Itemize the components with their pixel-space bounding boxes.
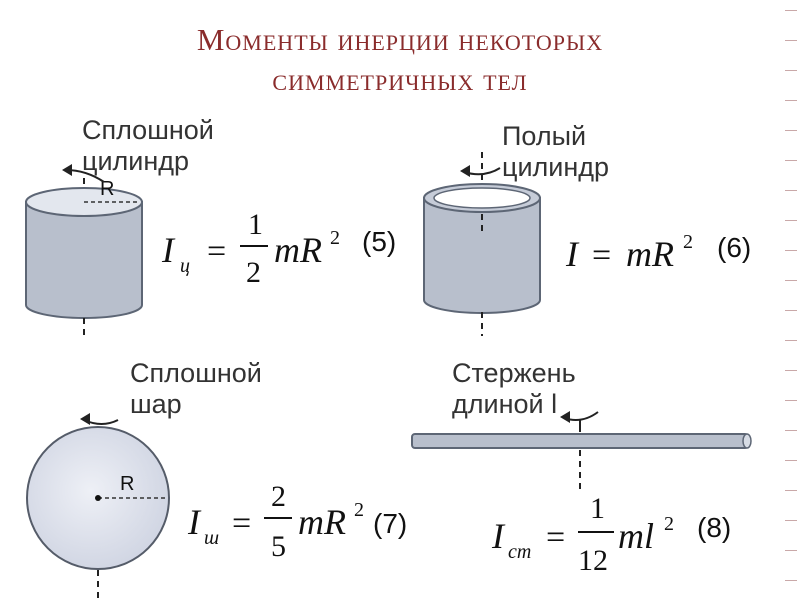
hollow-cylinder-label: Полый цилиндр [502,121,609,183]
eq-number-7: (7) [373,508,408,539]
formula-7-lhs: I [187,502,202,542]
rod-arrowhead [560,411,570,423]
formula-6-exp: 2 [683,231,693,253]
formula-hollow-cylinder: I = mR 2 [565,231,693,274]
formula-7-den: 5 [271,530,286,563]
formula-5-sub: ц [180,255,190,277]
hollow-cylinder-label-line1: Полый [502,121,587,151]
formula-8-equals: = [546,519,565,556]
formula-6-equals: = [592,237,611,274]
formula-5-den: 2 [246,256,261,289]
hollow-cylinder-hole [433,187,531,209]
solid-sphere-label-line1: Сплошной [130,358,262,388]
formula-5-num: 1 [248,208,263,241]
formula-8-den: 12 [578,544,608,577]
solid-cylinder-label-line2: цилиндр [82,146,190,176]
solid-sphere-center [95,495,101,501]
eq-number-6: (6) [717,232,752,263]
hollow-cylinder-figure [423,152,541,336]
formula-5-exp: 2 [330,227,340,249]
rod-label-line2: длиной l [452,389,558,419]
formula-solid-sphere: I ш = 2 5 mR 2 [187,480,364,563]
page-subtitle: симметричных тел [272,62,528,97]
formula-8-lhs: I [491,516,506,556]
solid-cylinder-radius-label: R [100,178,114,200]
formula-7-sub: ш [204,527,219,549]
formula-8-num: 1 [590,492,605,525]
formula-7-num: 2 [271,480,286,513]
rod-body [411,433,749,449]
eq-number-8: (8) [697,512,732,543]
decorative-edge [782,0,800,600]
formula-solid-cylinder: I ц = 1 2 mR 2 [161,208,340,289]
formula-rod: I ст = 1 12 ml 2 [491,492,674,577]
formula-7-exp: 2 [354,499,364,521]
formula-6-lhs: I [565,234,580,274]
hollow-cylinder-label-line2: цилиндр [502,152,610,182]
page-title: Моменты инерции некоторых [196,22,604,57]
solid-sphere-figure: R [26,413,170,598]
formula-5-rhs: mR [274,230,322,270]
figures-canvas: R R I ц = 1 [25,152,752,598]
solid-cylinder-label: Сплошной цилиндр [82,115,214,177]
formula-8-sub: ст [508,541,531,563]
formula-8-rhs: ml [618,516,654,556]
solid-sphere-arrowhead [80,413,90,425]
formula-7-rhs: mR [298,502,346,542]
rod-label: Стержень длиной l [452,358,576,420]
formula-8-exp: 2 [664,513,674,535]
formula-5-equals: = [207,233,226,270]
solid-sphere-label-line2: шар [130,389,182,419]
solid-cylinder-label-line1: Сплошной [82,115,214,145]
hollow-cylinder-body [423,197,541,314]
solid-sphere-radius-label: R [120,473,134,495]
rod-end [742,433,752,449]
formula-5-lhs: I [161,230,176,270]
solid-cylinder-body [25,201,143,319]
rod-label-line1: Стержень [452,358,576,388]
solid-cylinder-arrowhead [62,164,72,176]
eq-number-5: (5) [362,226,397,257]
solid-cylinder-figure: R [25,164,143,340]
rod-figure [411,411,752,492]
formula-7-equals: = [232,505,251,542]
solid-sphere-label: Сплошной шар [130,358,262,420]
formula-6-rhs: mR [626,234,674,274]
hollow-cylinder-arrowhead [460,165,470,177]
